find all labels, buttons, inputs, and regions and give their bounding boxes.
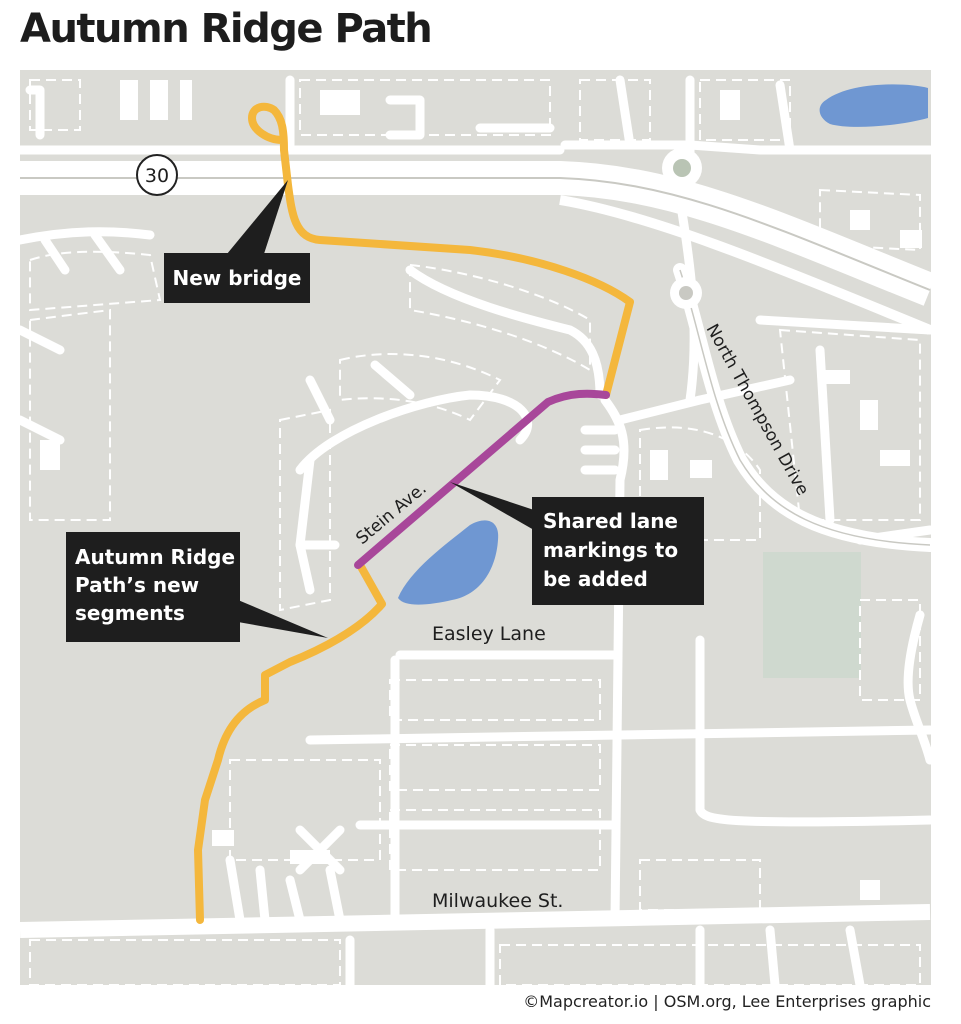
roundabout-south-island	[679, 286, 693, 300]
callout-new-segments: Autumn Ridge Path’s new segments	[66, 532, 328, 642]
callout-new-segments-line-1: Autumn Ridge	[75, 545, 235, 569]
callout-new-bridge: New bridge	[164, 180, 310, 303]
pond-central	[398, 520, 499, 605]
north-thompson-drive-center	[679, 269, 931, 546]
callout-new-bridge-pointer	[222, 180, 288, 260]
map-canvas[interactable]: 30 North Thompson Drive Stein Ave. Easle…	[20, 70, 931, 985]
callout-shared-lane-line-2: markings to	[543, 538, 678, 562]
callout-new-segments-line-2: Path’s new	[75, 573, 199, 597]
highway-shield-number: 30	[145, 165, 169, 187]
map-credit: ©Mapcreator.io | OSM.org, Lee Enterprise…	[523, 992, 931, 1011]
callout-new-segments-pointer	[238, 600, 328, 638]
roundabout-north-island	[673, 159, 691, 177]
callout-shared-lane-box	[532, 497, 704, 605]
callout-new-segments-box	[66, 532, 240, 642]
callout-new-bridge-text: New bridge	[173, 266, 302, 290]
map[interactable]: 30 North Thompson Drive Stein Ave. Easle…	[20, 70, 931, 985]
pond-northeast	[819, 84, 928, 127]
map-title: Autumn Ridge Path	[20, 6, 433, 52]
callout-shared-lane-line-1: Shared lane	[543, 509, 678, 533]
highway-shield	[136, 154, 178, 196]
street-label-easley: Easley Lane	[432, 623, 546, 645]
highway-ramp	[559, 195, 931, 335]
callout-shared-lane: Shared lane markings to be added	[450, 482, 704, 605]
callout-new-segments-line-3: segments	[75, 601, 185, 625]
callout-shared-lane-pointer	[450, 482, 534, 530]
shared-lane-segment	[354, 389, 610, 569]
local-roads	[20, 75, 931, 985]
new-path-segments	[194, 102, 634, 924]
highway-30-median	[20, 177, 931, 291]
milwaukee-st-road	[20, 904, 931, 938]
callout-new-bridge-box	[164, 253, 310, 303]
street-label-milwaukee: Milwaukee St.	[432, 890, 563, 912]
park-area	[763, 552, 861, 678]
callout-shared-lane-line-3: be added	[543, 567, 648, 591]
